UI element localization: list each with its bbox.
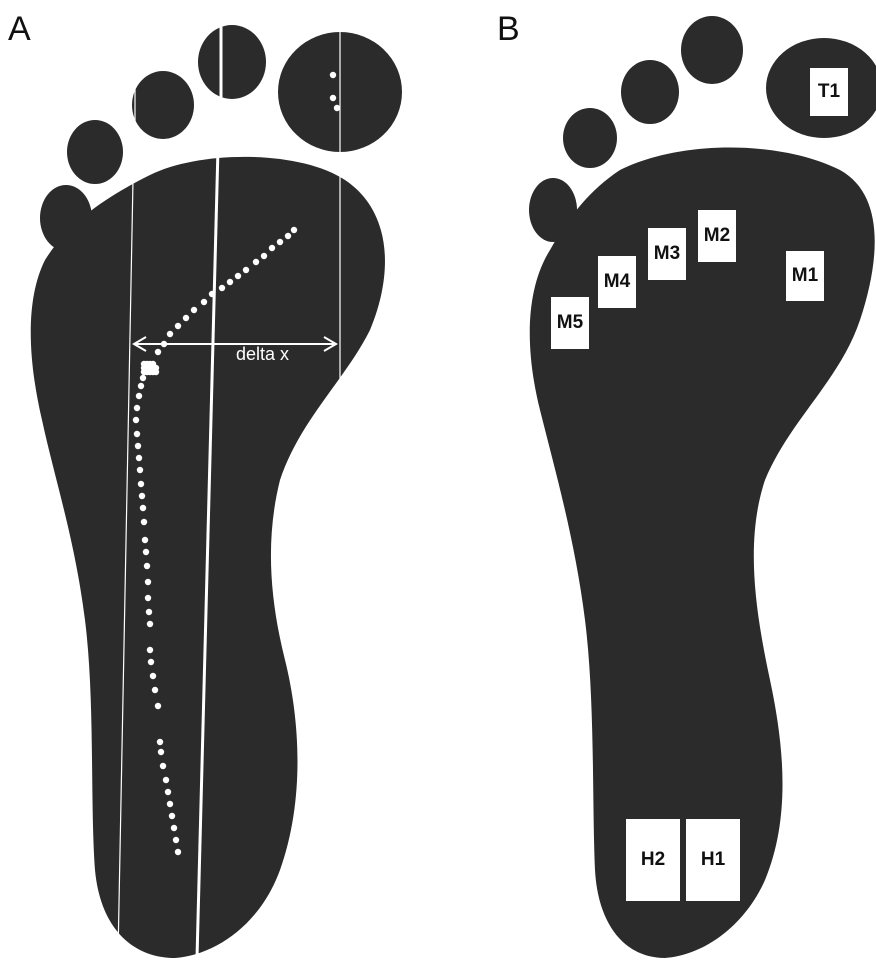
pressure-dot — [167, 331, 173, 337]
pressure-dot — [137, 467, 143, 473]
foot-a-toe-3 — [132, 71, 194, 139]
pressure-dot — [160, 763, 166, 769]
sensor-m5: M5 — [551, 297, 589, 349]
pressure-dot — [175, 849, 181, 855]
pressure-dot — [136, 393, 142, 399]
foot-b-toe-4 — [563, 108, 617, 168]
sensor-h1: H1 — [686, 819, 740, 901]
sensor-h2: H2 — [626, 819, 680, 901]
pressure-dot — [145, 579, 151, 585]
pressure-dot — [142, 537, 148, 543]
pressure-dot — [135, 443, 141, 449]
pressure-dot — [141, 519, 147, 525]
pressure-dot — [138, 383, 144, 389]
pressure-dot — [167, 801, 173, 807]
pressure-dot — [150, 673, 156, 679]
sensor-t1: T1 — [810, 68, 848, 116]
pressure-dot — [163, 777, 169, 783]
pressure-dot — [138, 481, 144, 487]
pressure-dot — [261, 253, 267, 259]
sensor-m1: M1 — [786, 251, 824, 301]
pressure-dot — [152, 687, 158, 693]
panel-label-b: B — [497, 12, 520, 46]
foot-b-toe-3 — [621, 60, 679, 124]
pressure-dot — [136, 455, 142, 461]
foot-a-toe-5 — [40, 185, 92, 251]
pressure-dot — [139, 493, 145, 499]
pressure-dot — [134, 431, 140, 437]
pressure-dot — [161, 341, 167, 347]
pressure-dot — [209, 291, 215, 297]
pressure-dot — [140, 375, 146, 381]
pressure-dot — [219, 285, 225, 291]
pressure-dot — [155, 703, 161, 709]
delta-x-label: delta x — [236, 344, 289, 365]
foot-b-toe-2 — [681, 16, 743, 84]
foot-b — [529, 16, 876, 958]
sensor-m4: M4 — [598, 256, 636, 308]
pressure-dot — [183, 315, 189, 321]
pressure-dot — [144, 563, 150, 569]
pressure-dot — [169, 813, 175, 819]
pressure-dot — [147, 647, 153, 653]
foot-a-toe-4 — [67, 120, 123, 184]
pressure-dot — [134, 405, 140, 411]
pressure-dot — [155, 349, 161, 355]
pressure-dot — [158, 749, 164, 755]
pressure-dot — [157, 739, 163, 745]
pressure-dot — [143, 549, 149, 555]
sensor-m2: M2 — [698, 210, 736, 262]
pressure-dot — [146, 609, 152, 615]
pressure-dot — [253, 259, 259, 265]
pressure-dot — [147, 621, 153, 627]
pressure-dot — [171, 825, 177, 831]
pressure-dot — [150, 361, 156, 367]
pressure-dot — [140, 505, 146, 511]
pressure-dot — [291, 227, 297, 233]
pressure-dot — [165, 789, 171, 795]
foot-a-toe-2 — [198, 25, 266, 99]
panel-label-a: A — [8, 12, 31, 46]
pressure-dot — [269, 245, 275, 251]
pressure-dot — [227, 279, 233, 285]
pressure-dot — [285, 233, 291, 239]
pressure-dot — [330, 95, 336, 101]
pressure-dot — [334, 105, 340, 111]
pressure-dot — [235, 273, 241, 279]
pressure-dot — [277, 239, 283, 245]
pressure-dot — [191, 307, 197, 313]
pressure-dot — [148, 659, 154, 665]
pressure-dot — [175, 323, 181, 329]
pressure-dot — [173, 837, 179, 843]
pressure-dot — [330, 72, 336, 78]
pressure-dot — [201, 299, 207, 305]
sensor-m3: M3 — [648, 228, 686, 280]
pressure-dot — [145, 595, 151, 601]
pressure-dot — [243, 267, 249, 273]
pressure-dot — [133, 417, 139, 423]
foot-b-toe-5 — [529, 178, 577, 242]
